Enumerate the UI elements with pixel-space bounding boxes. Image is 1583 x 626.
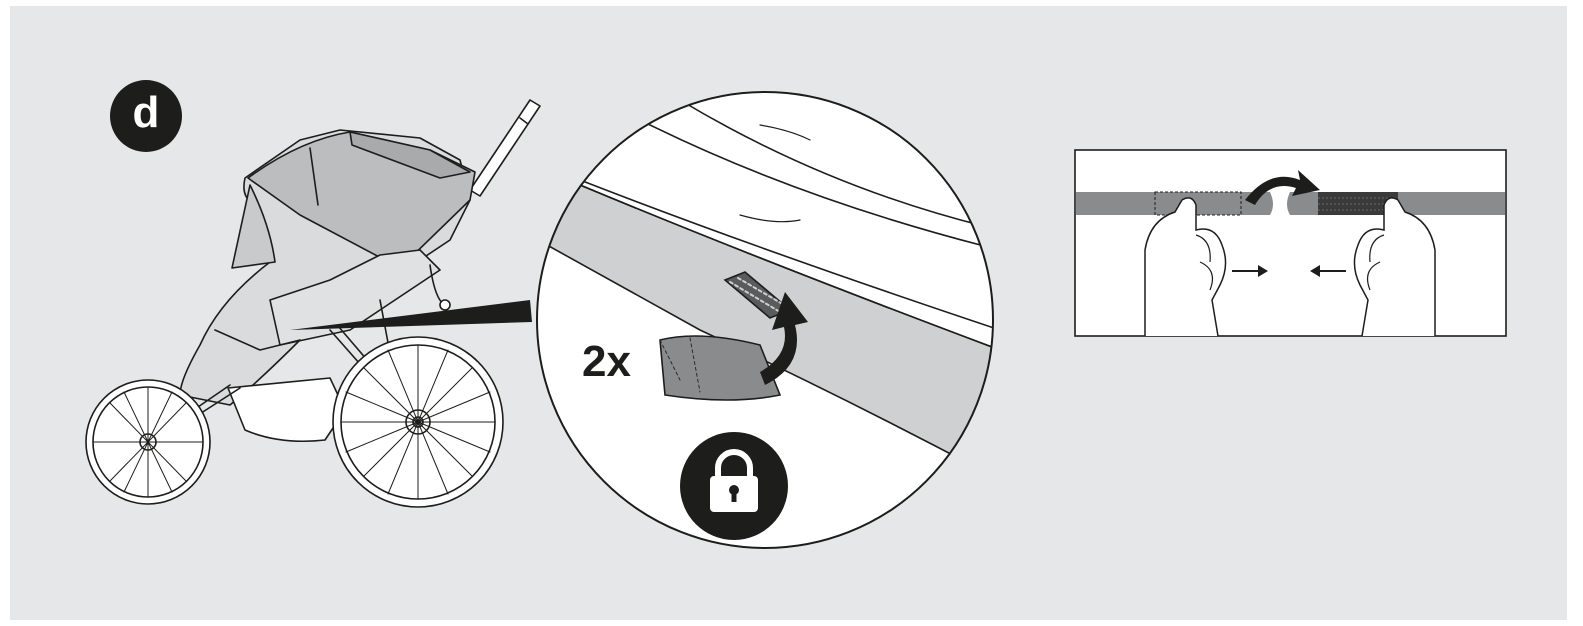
attach-strap-inset bbox=[1075, 150, 1506, 336]
stroller-illustration bbox=[86, 100, 540, 507]
step-badge: d bbox=[110, 80, 182, 152]
repeat-count-label: 2x bbox=[582, 340, 631, 384]
basket bbox=[228, 378, 345, 441]
padlock-icon bbox=[680, 432, 788, 540]
